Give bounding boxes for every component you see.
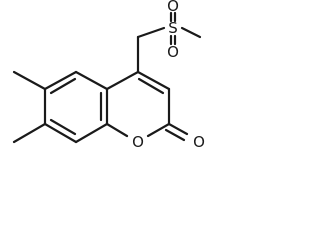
bond-ch2-s <box>136 26 166 39</box>
bond-c6-c7 <box>43 70 78 91</box>
sulfonyl-oxygen-top-label: O <box>167 0 179 15</box>
bond-c2-carbonyl-2 <box>164 128 186 142</box>
bond-c2-o1 <box>146 122 171 138</box>
bond-c4-c3-inner <box>137 77 165 95</box>
carbonyl-oxygen-label: O <box>193 133 205 151</box>
sulfur-label: S <box>168 19 178 37</box>
bond-c7-methyl <box>12 70 47 91</box>
methylsulfonylmethyl-group <box>136 11 202 74</box>
bond-c4a-c4 <box>105 70 140 91</box>
bond-c8-c8a-inner <box>49 118 77 136</box>
bond-o1-c8a <box>105 122 129 138</box>
sulfonyl-oxygen-bottom-label: O <box>167 43 179 61</box>
benzene-ring <box>43 70 109 144</box>
bond-c6-c7-inner <box>49 77 77 95</box>
methyl-groups <box>12 70 47 144</box>
pyranone-ring <box>105 70 189 142</box>
ring-oxygen-label: O <box>132 133 144 151</box>
bond-s-methyl <box>180 26 202 39</box>
bond-c5-c6 <box>74 70 109 91</box>
bond-c8-c8a <box>43 122 78 144</box>
molecule-diagram: S O O O O <box>12 0 205 151</box>
bond-c4-c3 <box>136 70 171 91</box>
atom-labels: S O O O O <box>132 0 205 151</box>
bond-c8-methyl <box>12 122 47 144</box>
bond-c8a-c4a <box>74 122 109 144</box>
bond-c2-carbonyl-1 <box>167 122 189 136</box>
